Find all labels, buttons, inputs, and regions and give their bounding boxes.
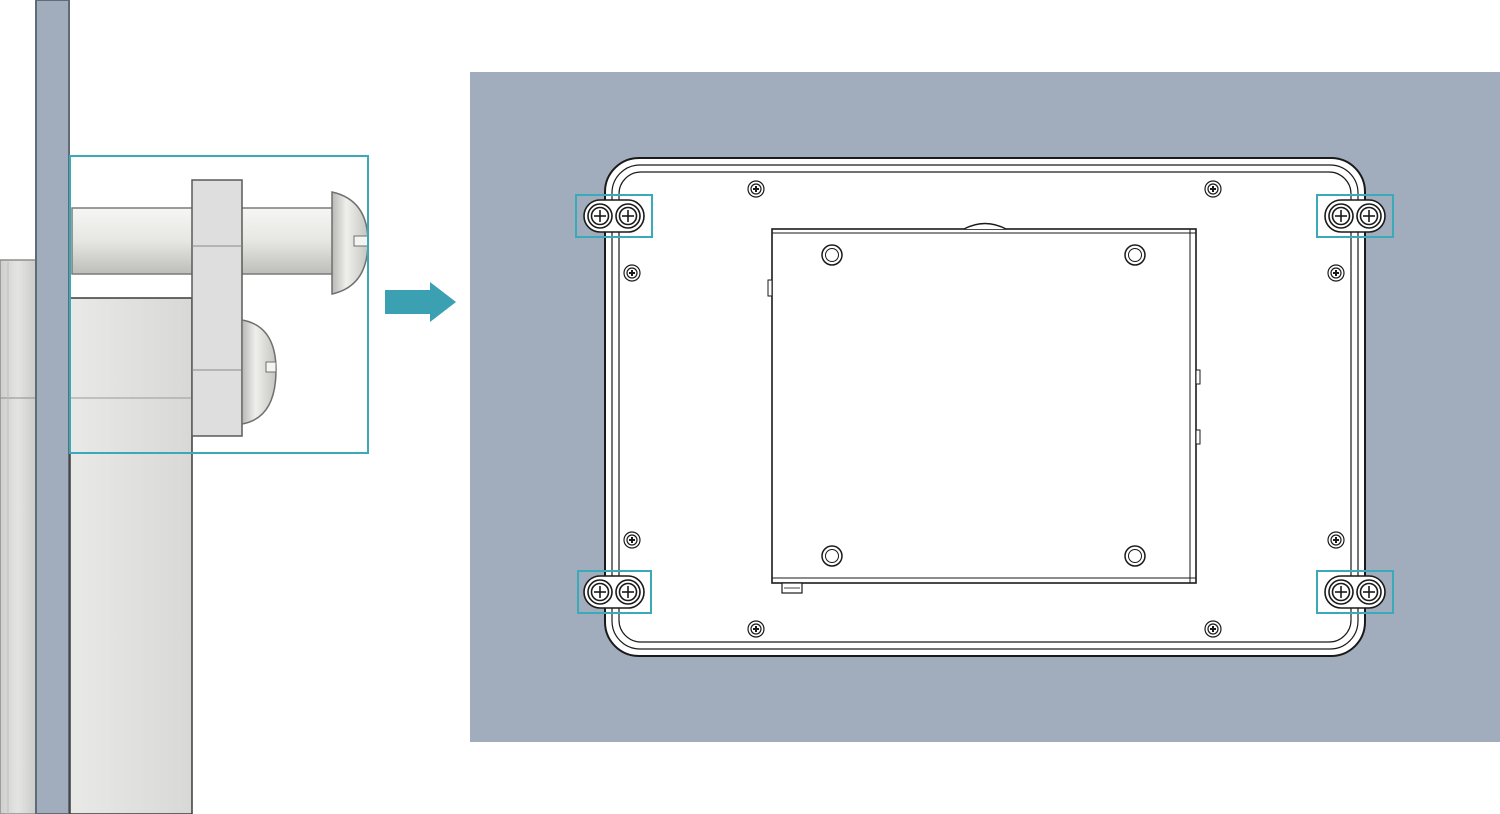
rear-module-box [771,228,1197,584]
clamp-block [191,179,243,437]
clip-body [69,297,193,814]
mounting-clip-icon [1328,579,1382,605]
mounting-clip-top-right [1316,194,1394,238]
mounting-clip-icon [1328,203,1382,229]
device-front-frame [0,259,37,814]
device-inner-bezel [611,164,1359,650]
arrow-right-icon [385,282,456,322]
rear-view [470,72,1500,742]
side-section-view [0,0,369,814]
phillips-screw-icon [623,180,1345,638]
mounting-clip-top-left [575,194,653,238]
standoff-ring-icon [821,244,1146,567]
mounting-clip-icon [587,579,641,605]
mounting-clip-bottom-left [577,570,652,614]
mounting-clip-bottom-right [1316,570,1394,614]
wall-panel-section [35,0,70,814]
mounting-clip-icon [587,203,641,229]
detail-callout-box [69,155,369,454]
